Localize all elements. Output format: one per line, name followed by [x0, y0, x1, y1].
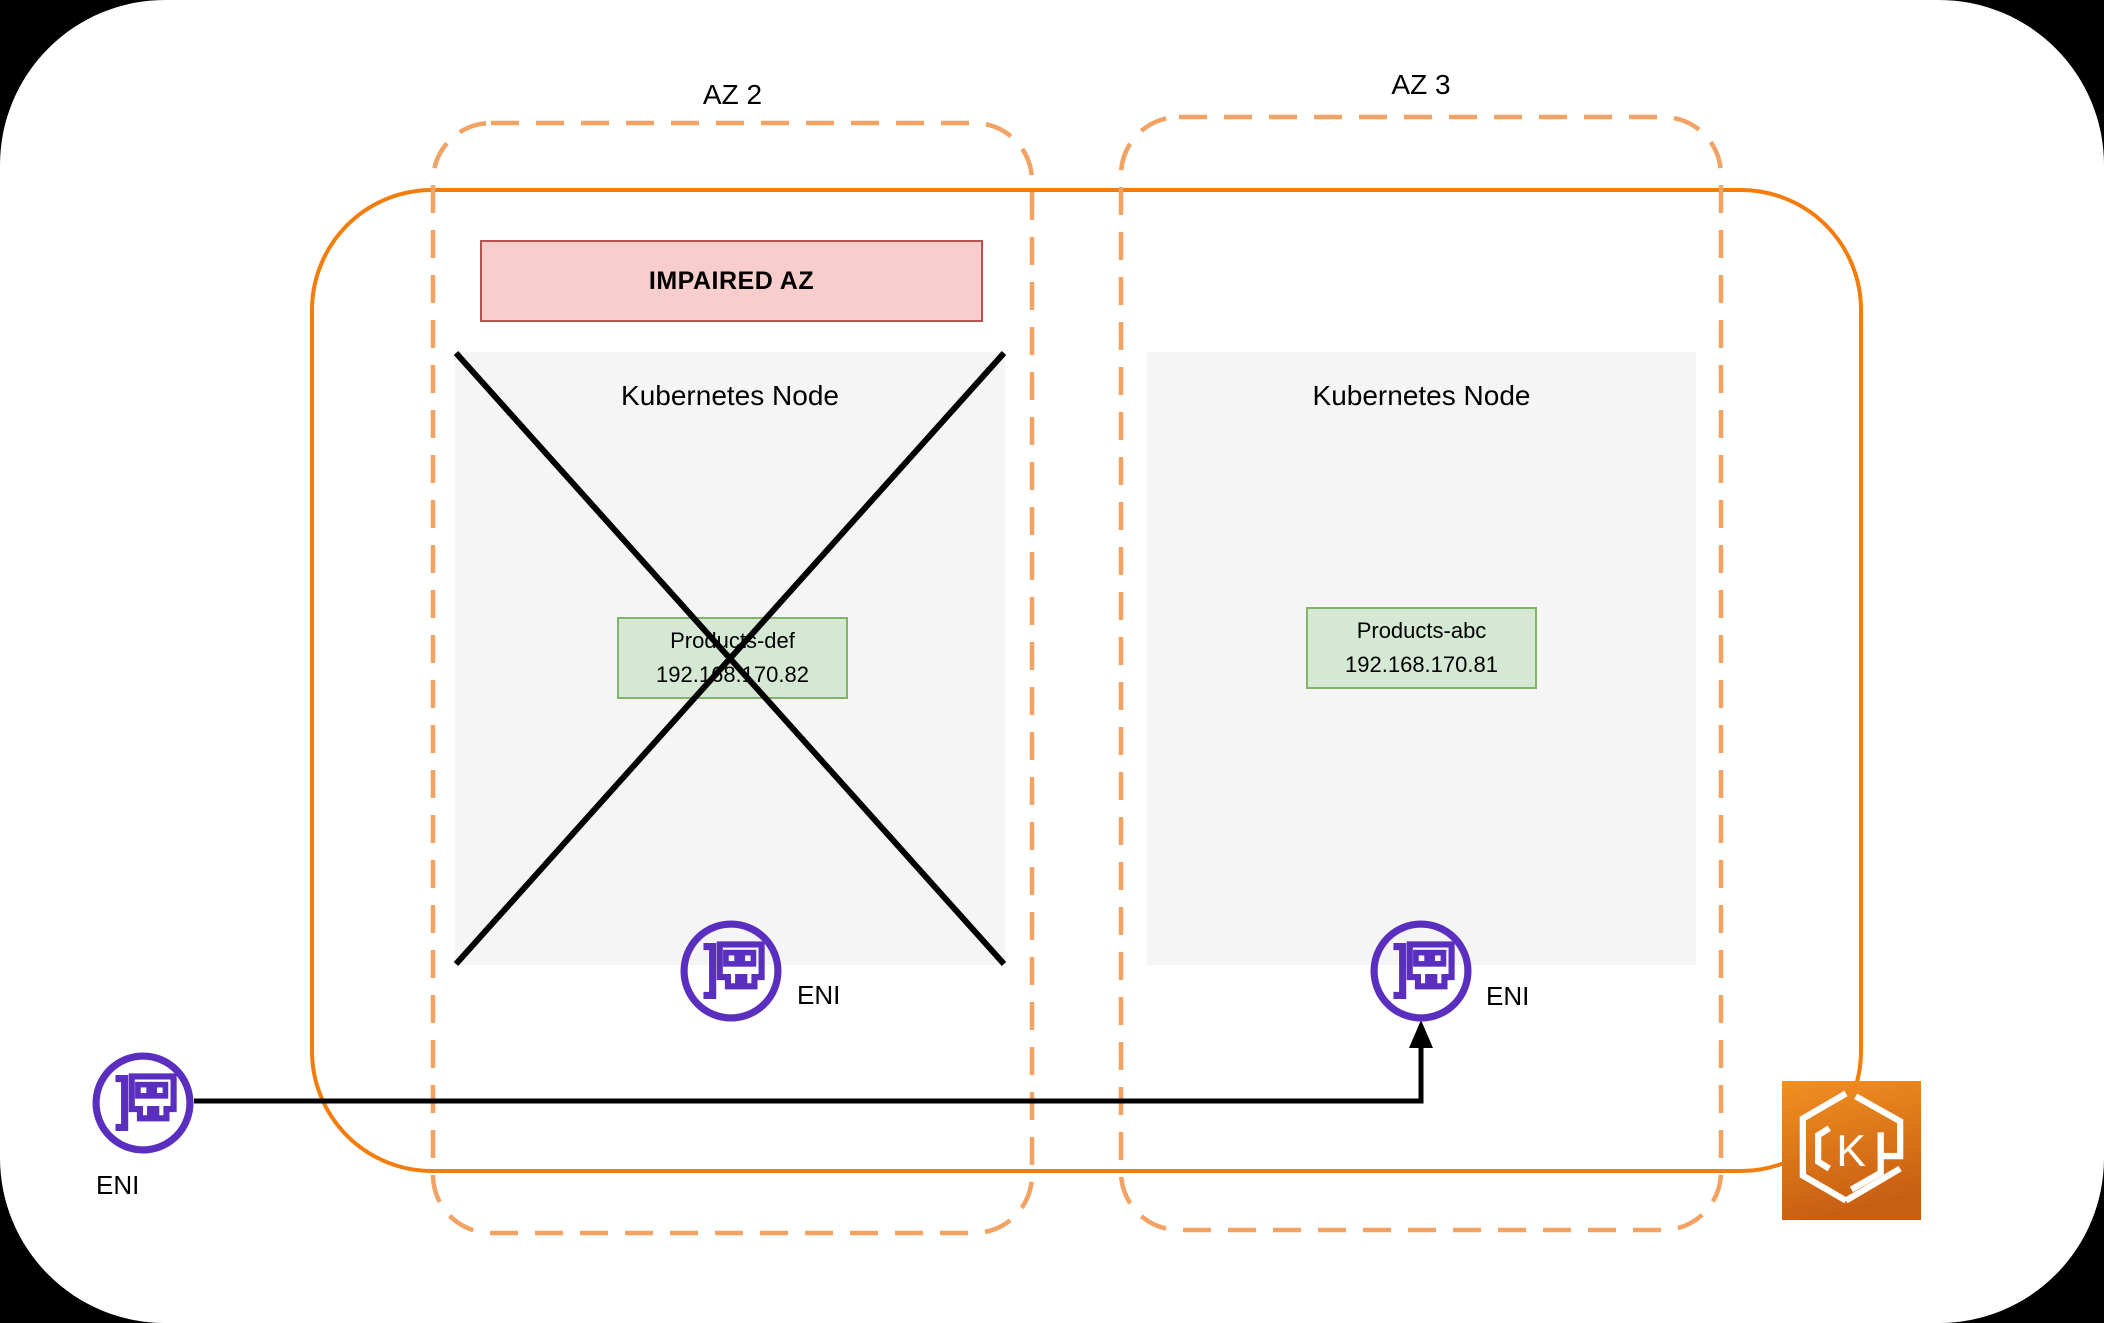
eni-label-az3: ENI [1486, 981, 1530, 1011]
impaired-az-text: IMPAIRED AZ [648, 266, 815, 295]
pod-ip: 192.168.170.81 [1345, 652, 1498, 677]
kubernetes-node-az2-title: Kubernetes Node [621, 380, 839, 411]
impaired-az-banner: IMPAIRED AZ [480, 240, 983, 322]
eni-icon-az2 [680, 920, 782, 1022]
kubernetes-node-az3-title: Kubernetes Node [1312, 380, 1531, 411]
pod-products-abc: Products-abc 192.168.170.81 [1306, 607, 1537, 689]
pod-ip: 192.168.170.82 [656, 662, 809, 687]
eni-label-external: ENI [96, 1170, 140, 1200]
az2-label: AZ 2 [702, 79, 763, 110]
az3-label: AZ 3 [1391, 69, 1451, 100]
eni-icon-external [92, 1052, 194, 1154]
eni-label-az2: ENI [797, 980, 841, 1010]
eni-icon-az3 [1370, 920, 1472, 1022]
pod-name: Products-abc [1356, 618, 1487, 643]
eks-letter: K [1836, 1127, 1866, 1176]
pod-products-def: Products-def 192.168.170.82 [617, 617, 848, 699]
pod-name: Products-def [670, 628, 795, 653]
eks-icon: K [1781, 1081, 1922, 1220]
